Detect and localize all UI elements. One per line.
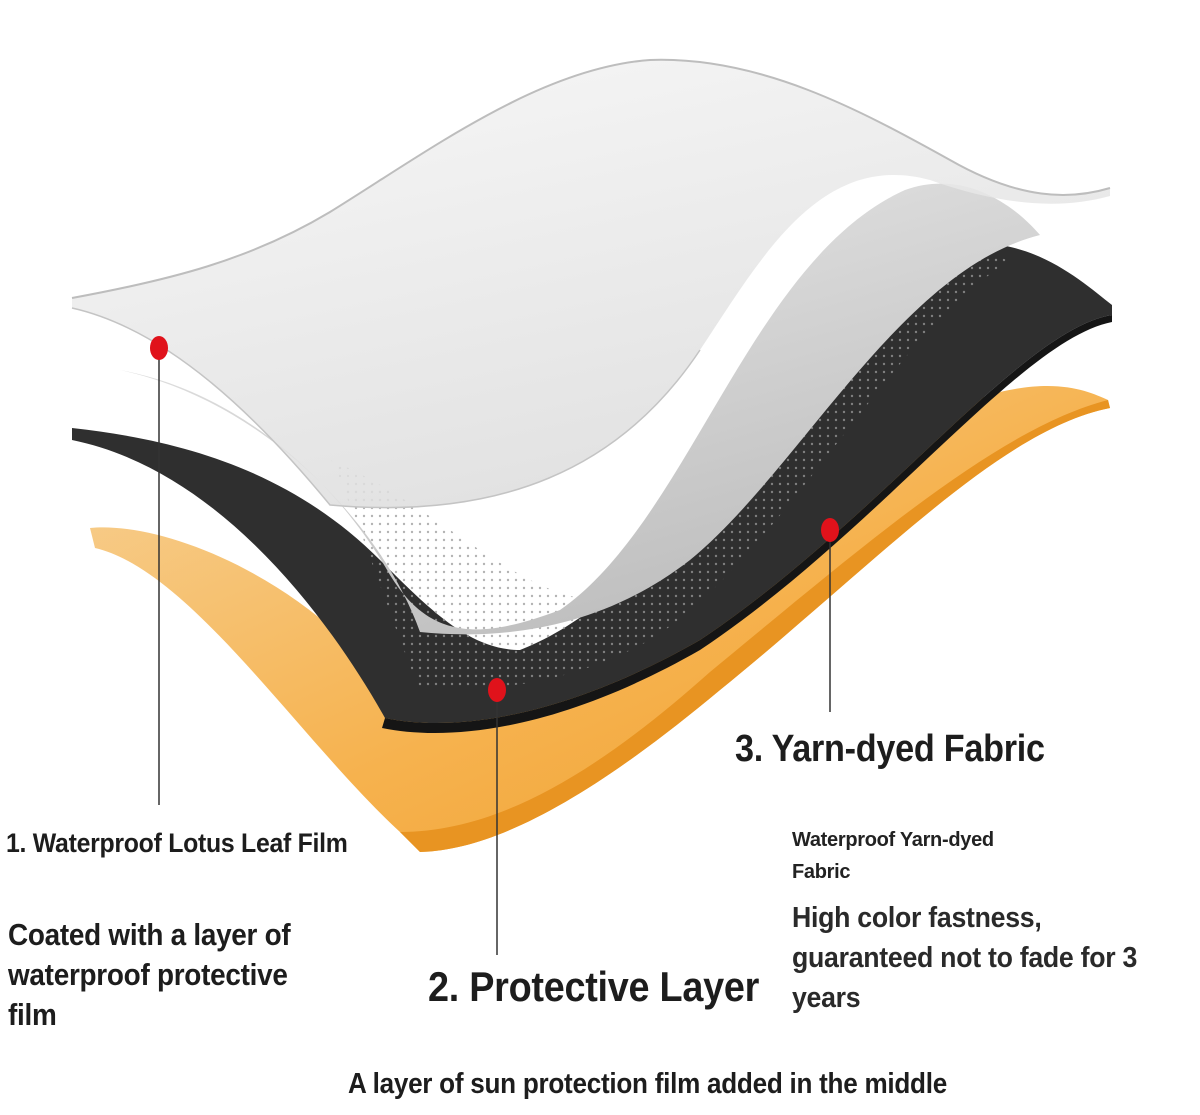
marker-dot-1 <box>150 336 168 360</box>
layer-3-subtitle: Waterproof Yarn-dyed Fabric <box>792 829 994 883</box>
layer-3-description: High color fastness, guaranteed not to f… <box>792 902 1138 1014</box>
layer-2-title: 2. Protective Layer <box>428 963 760 1010</box>
leader-lines <box>158 348 831 955</box>
gray-film-layer <box>120 183 1040 635</box>
red-markers <box>150 336 839 702</box>
marker-dot-3 <box>821 518 839 542</box>
layer-2-description: A layer of sun protection film added in … <box>348 1068 947 1100</box>
layer-3-title: 3. Yarn-dyed Fabric <box>735 728 1045 770</box>
layer-1-description: Coated with a layer of waterproof protec… <box>8 917 291 1032</box>
waterproof-film-layer <box>71 58 1111 509</box>
layer-1-title: 1. Waterproof Lotus Leaf Film <box>6 828 348 858</box>
marker-dot-2 <box>488 678 506 702</box>
